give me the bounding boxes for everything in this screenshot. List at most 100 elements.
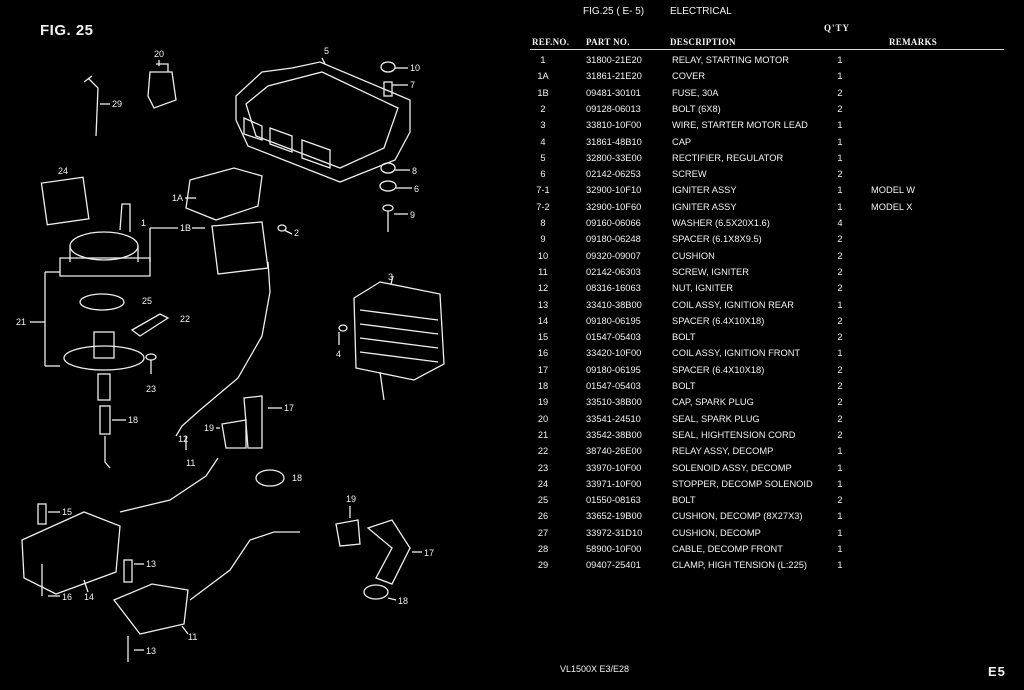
part-no-cell: 31861-21E20 xyxy=(586,71,642,82)
part-no-cell: 01550-08163 xyxy=(586,495,641,506)
qty-cell: 2 xyxy=(837,397,843,408)
callout-6: 4 xyxy=(336,349,341,359)
exploded-parts-diagram: 29 20 5 10 7 8 6 9 24 1A 1 1B 2 3 25 21 … xyxy=(16,46,445,662)
seal-20-drawing xyxy=(255,469,285,487)
qty-cell: 1 xyxy=(837,55,843,65)
ref-no-cell: 2 xyxy=(540,103,546,114)
description-cell: SEAL, SPARK PLUG xyxy=(672,413,760,424)
description-cell: SPACER (6.4X10X18) xyxy=(672,315,765,326)
stopper-24-drawing xyxy=(130,313,170,337)
qty-cell: 2 xyxy=(837,234,843,245)
part-no-cell: 33420-10F00 xyxy=(586,348,642,359)
description-cell: SCREW xyxy=(672,169,707,180)
diagram-drawing xyxy=(21,57,445,662)
qty-cell: 1 xyxy=(837,348,843,359)
ref-no-cell: 9 xyxy=(540,234,546,245)
ref-no-cell: 1 xyxy=(540,55,546,65)
qty-cell: 2 xyxy=(837,266,843,277)
ref-no-cell: 17 xyxy=(537,364,549,375)
qty-header: Q'TY xyxy=(824,23,851,33)
part-no-cell: 09180-06195 xyxy=(586,315,641,326)
model-footer: VL1500X E3/E28 xyxy=(560,664,630,674)
qty-cell: 1 xyxy=(837,511,843,522)
part-no-cell: 09320-09007 xyxy=(586,250,641,261)
part-no-cell: 32900-10F60 xyxy=(586,201,642,212)
callout-1A: 1A xyxy=(172,193,183,203)
part-no-cell: 01547-05403 xyxy=(586,381,641,391)
ref-no-cell: 4 xyxy=(540,136,546,147)
bolt-2-drawing xyxy=(277,224,293,235)
description-cell: SOLENOID ASSY, DECOMP xyxy=(672,462,792,473)
qty-cell: 1 xyxy=(837,185,843,196)
part-no-cell: 33652-19B00 xyxy=(586,511,642,522)
description-cell: CAP xyxy=(672,136,692,147)
ref-no-cell: 27 xyxy=(537,527,549,538)
ref-no-cell: 28 xyxy=(537,544,549,554)
relay-decomp-22-drawing xyxy=(147,60,177,109)
part-no-cell: 02142-06253 xyxy=(586,169,641,180)
ref-no-cell: 5 xyxy=(540,152,546,163)
coil-front-16-drawing xyxy=(21,457,219,597)
ref-no-cell: 25 xyxy=(537,495,549,506)
callout-20a: 18 xyxy=(128,415,138,425)
ref-no-cell: 12 xyxy=(537,283,549,294)
spacer-cable-drawing xyxy=(99,405,126,469)
description-cell: WIRE, STARTER MOTOR LEAD xyxy=(672,120,808,131)
ref-no-header: REF.NO. xyxy=(532,37,570,47)
part-no-cell: 09160-06066 xyxy=(586,218,641,228)
part-no-cell: 33410-38B00 xyxy=(586,299,642,310)
qty-cell: 1 xyxy=(837,446,843,457)
figure-reference: FIG.25 ( E- 5) xyxy=(583,6,645,17)
ref-no-cell: 16 xyxy=(537,348,549,359)
ref-no-cell: 18 xyxy=(537,381,549,391)
callout-17: 15 xyxy=(62,507,72,517)
description-cell: CAP, SPARK PLUG xyxy=(672,397,754,408)
part-no-header: PART NO. xyxy=(586,37,630,47)
description-cell: IGNITER ASSY xyxy=(672,185,737,196)
header-divider xyxy=(530,49,1004,50)
ref-no-cell: 19 xyxy=(537,397,549,408)
callout-1: 1 xyxy=(141,218,146,228)
page-number: E5 xyxy=(988,664,1006,679)
part-no-cell: 09128-06013 xyxy=(586,103,641,114)
description-cell: RECTIFIER, REGULATOR xyxy=(672,152,784,163)
callout-20c: 18 xyxy=(398,596,408,606)
part-no-cell: 01547-05403 xyxy=(586,332,641,343)
part-no-cell: 09180-06248 xyxy=(586,234,641,245)
callout-11: 9 xyxy=(410,210,415,220)
callout-26: 24 xyxy=(58,166,68,176)
callout-25: 23 xyxy=(146,384,156,394)
hardware-8-12-drawing xyxy=(379,61,412,232)
qty-cell: 2 xyxy=(837,315,843,326)
description-cell: COIL ASSY, IGNITION REAR xyxy=(672,299,794,310)
qty-cell: 2 xyxy=(837,413,843,424)
description-cell: COVER xyxy=(672,71,706,82)
callout-29: 29 xyxy=(112,99,122,109)
callout-18: 16 xyxy=(62,592,72,602)
plunger-drawing xyxy=(63,331,145,401)
ref-no-cell: 15 xyxy=(537,332,549,343)
qty-cell: 2 xyxy=(837,495,843,506)
igniter-7-drawing xyxy=(235,57,411,183)
ref-no-cell: 1B xyxy=(537,87,549,98)
figure-label: FIG. 25 xyxy=(40,22,94,39)
cushion-27-drawing xyxy=(79,293,125,311)
qty-cell: 1 xyxy=(837,462,843,473)
qty-cell: 2 xyxy=(837,250,843,261)
description-cell: CLAMP, HIGH TENSION (L:225) xyxy=(672,560,808,571)
